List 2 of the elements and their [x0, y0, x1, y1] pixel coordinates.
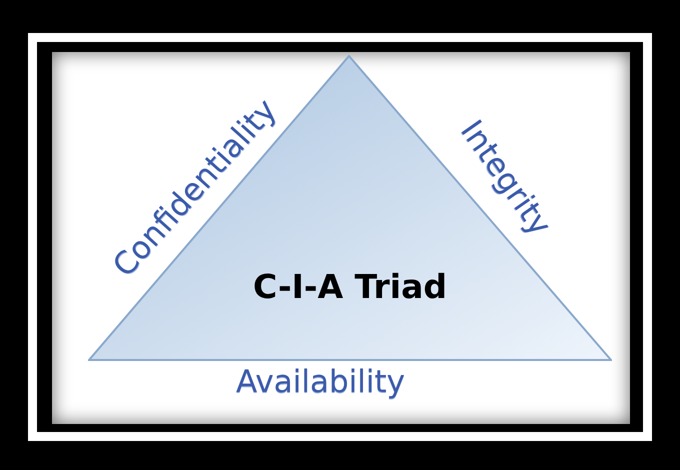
triangle-label: C-I-A Triad [252, 267, 448, 306]
side-label: Availability [236, 364, 405, 400]
